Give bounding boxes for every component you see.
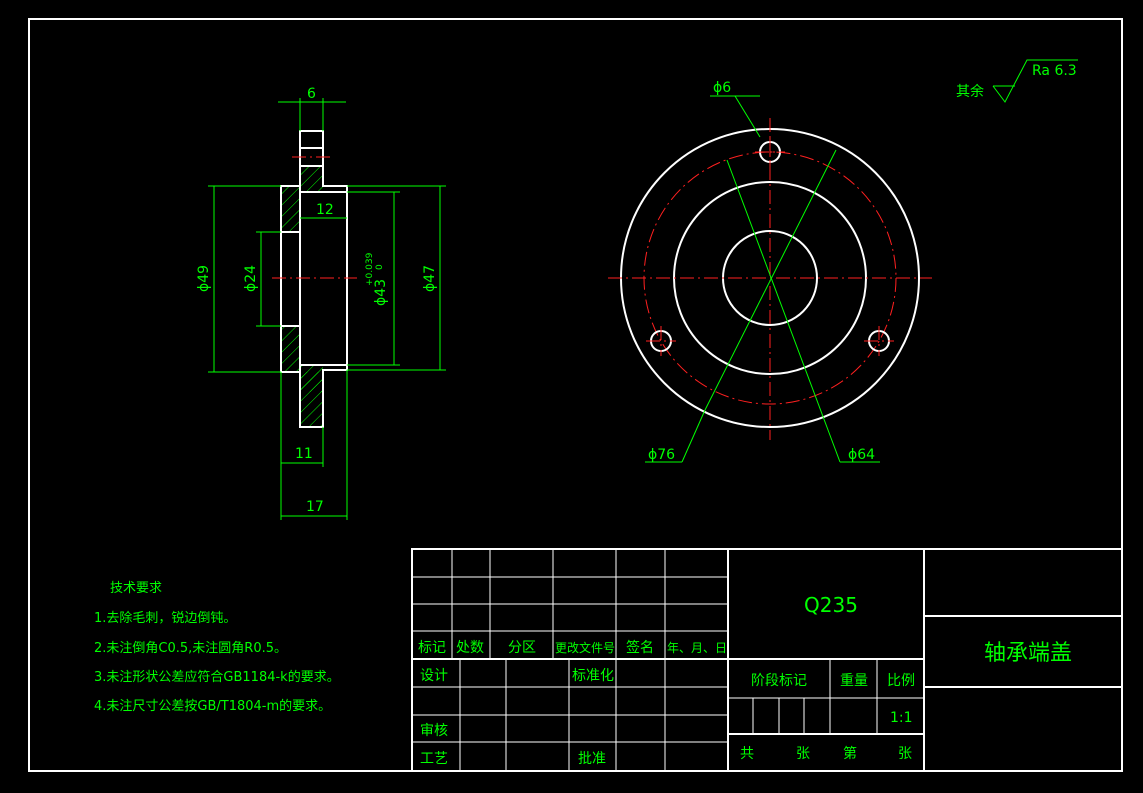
rev-header-sign: 签名 [626,639,654,656]
dim-phi76: ϕ76 [648,447,675,463]
label-approve: 批准 [578,751,606,767]
label-review: 审核 [420,723,448,739]
label-standardize: 标准化 [572,668,614,684]
rev-header-date: 年、月、日 [667,641,727,655]
label-process: 工艺 [420,751,448,767]
dim-phi49: ϕ49 [196,265,212,292]
label-sheets: 张 [796,746,810,762]
dim-phi24: ϕ24 [243,265,259,292]
hatch-region-top [281,166,323,232]
label-stage-mark: 阶段标记 [751,673,807,689]
scale-value: 1:1 [890,710,913,726]
requirement-4: 4.未注尺寸公差按GB/T1804-m的要求。 [94,698,331,714]
dim-phi47: ϕ47 [422,265,438,292]
front-section-view: 6 12 11 17 ϕ49 ϕ24 ϕ43 +0.039 0 [196,86,446,520]
dim-12: 12 [316,202,334,218]
rev-header-mark: 标记 [418,640,446,656]
dim-11: 11 [295,446,313,462]
dim-phi64: ϕ64 [848,447,875,463]
label-sheets-2: 张 [898,746,912,762]
rev-header-docno: 更改文件号 [555,640,615,655]
rev-header-zone: 分区 [508,640,536,656]
dim-phi6: ϕ6 [713,80,731,96]
label-scale: 比例 [887,673,915,689]
requirement-1: 1.去除毛刺，锐边倒钝。 [94,611,236,626]
requirement-3: 3.未注形状公差应符合GB1184-k的要求。 [94,669,340,685]
label-total: 共 [740,746,754,762]
dim-phi43-tol-lower: 0 [375,264,385,270]
dim-6: 6 [307,86,316,102]
label-sheet-no: 第 [843,745,857,762]
label-design: 设计 [420,668,448,684]
dim-phi43-tol-upper: +0.039 [365,252,375,286]
dim-17: 17 [306,499,324,515]
requirement-2: 2.未注倒角C0.5,未注圆角R0.5。 [94,641,287,656]
hatch-region-lower-flange [300,372,323,427]
roughness-value: Ra 6.3 [1032,63,1077,79]
roughness-symbol [992,59,1078,103]
material: Q235 [804,593,858,617]
rev-header-count: 处数 [456,640,484,656]
side-view: ϕ6 ϕ64 ϕ76 其余 Ra 6.3 [608,59,1078,463]
requirements-title: 技术要求 [110,581,162,596]
dim-phi43: ϕ43 [373,279,389,306]
roughness-prefix: 其余 [956,83,984,100]
title-block: Q235 轴承端盖 标记 处数 分区 更改文件号 签名 年、月、日 设计 标准化… [411,548,1123,772]
technical-requirements: 技术要求 1.去除毛刺，锐边倒钝。 2.未注倒角C0.5,未注圆角R0.5。 3… [94,581,340,714]
part-name: 轴承端盖 [984,641,1072,666]
label-weight: 重量 [840,673,868,689]
